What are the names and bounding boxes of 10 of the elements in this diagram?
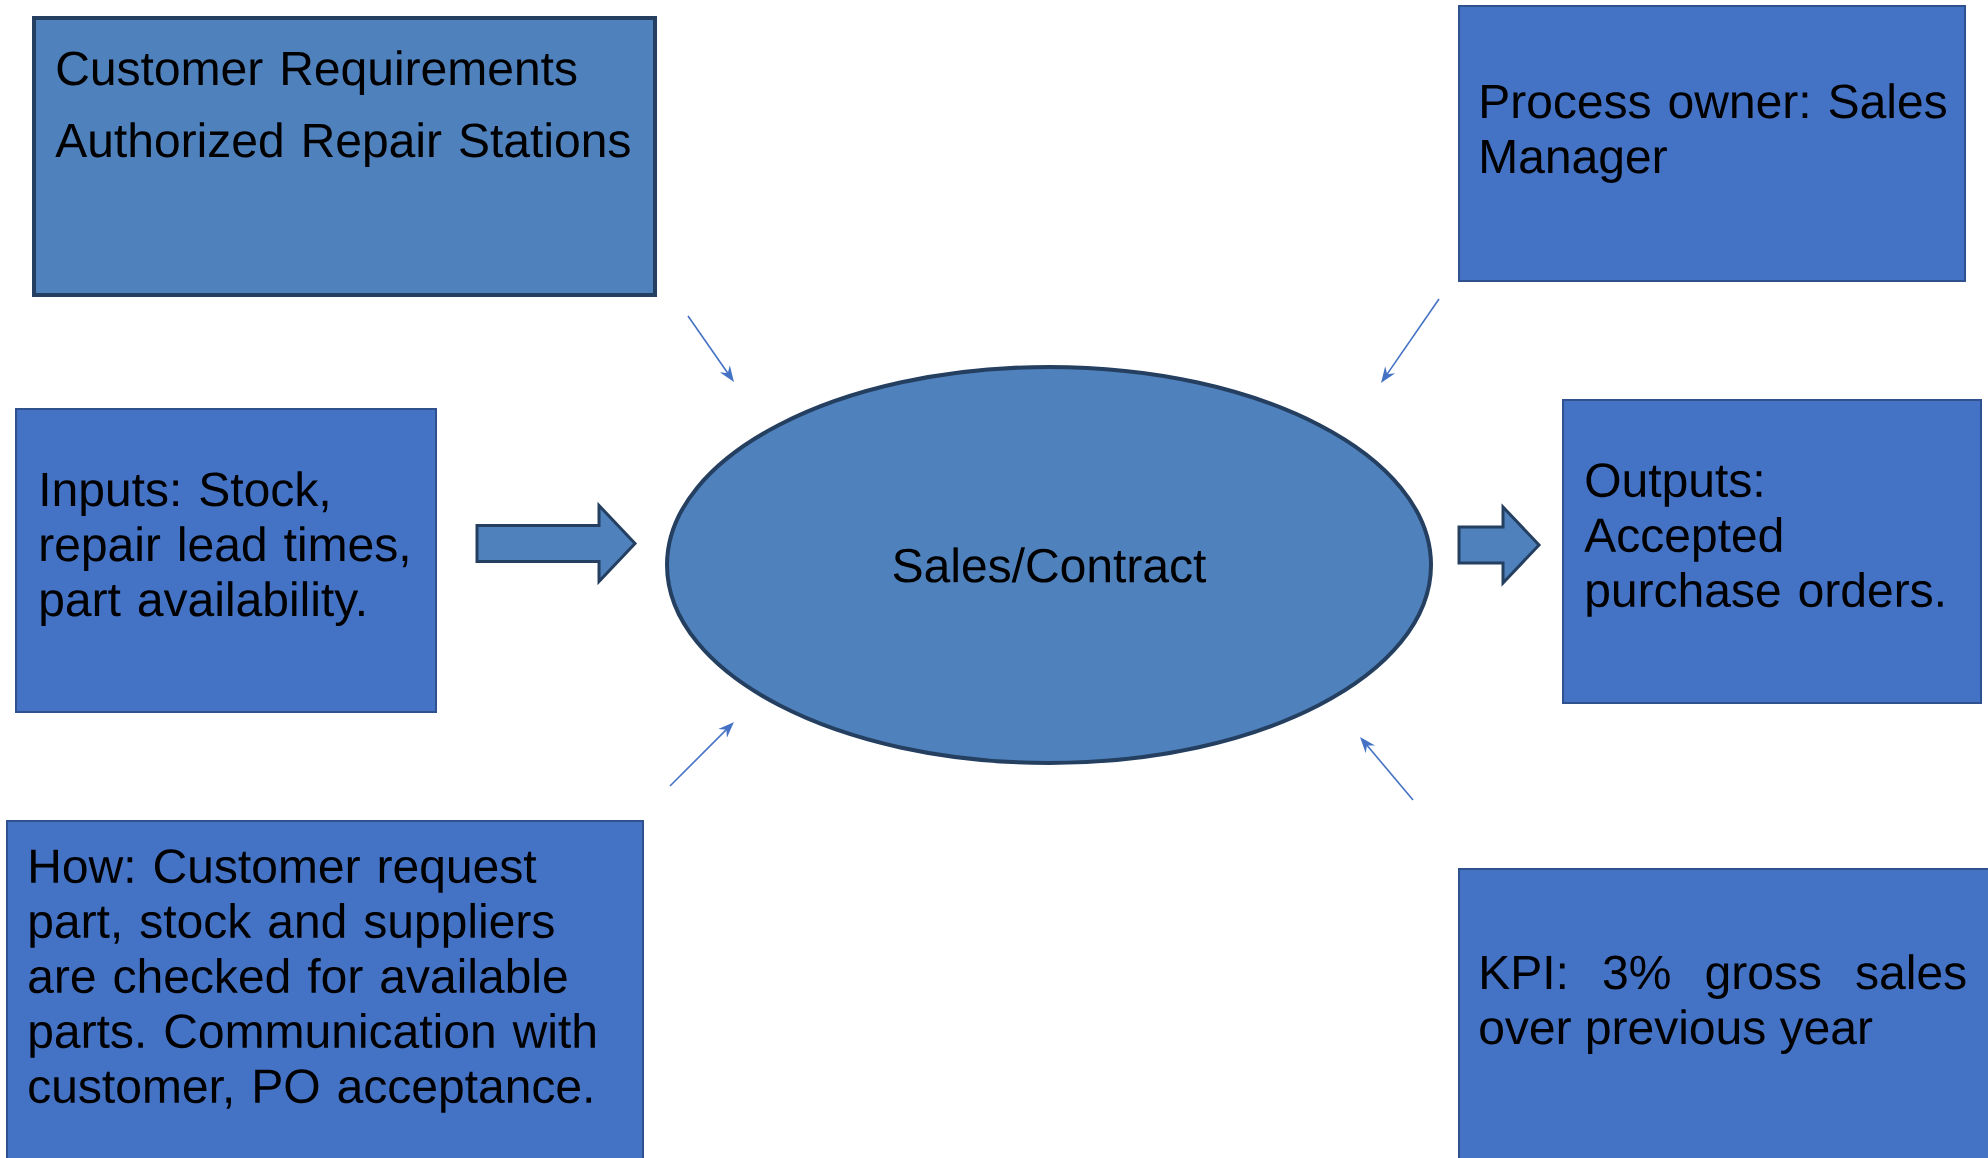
text-box: Process owner: Sales Manager bbox=[1458, 5, 1966, 282]
text-box: KPI: 3% gross sales over previous year bbox=[1458, 868, 1988, 1158]
text-box: Customer Requirements Authorized Repair Stations bbox=[32, 16, 657, 297]
text-box: Outputs: Accepted purchase orders. bbox=[1562, 399, 1982, 704]
text-box: Inputs: Stock, repair lead times, part availability. bbox=[15, 408, 437, 713]
text-box: How: Customer request part, stock and suppliers are checked for available parts. Communication with customer, PO acceptance. bbox=[6, 820, 644, 1158]
arrow bbox=[669, 722, 734, 787]
arrow bbox=[1360, 737, 1414, 801]
block-arrow bbox=[475, 501, 638, 586]
block-arrow bbox=[1457, 503, 1542, 587]
